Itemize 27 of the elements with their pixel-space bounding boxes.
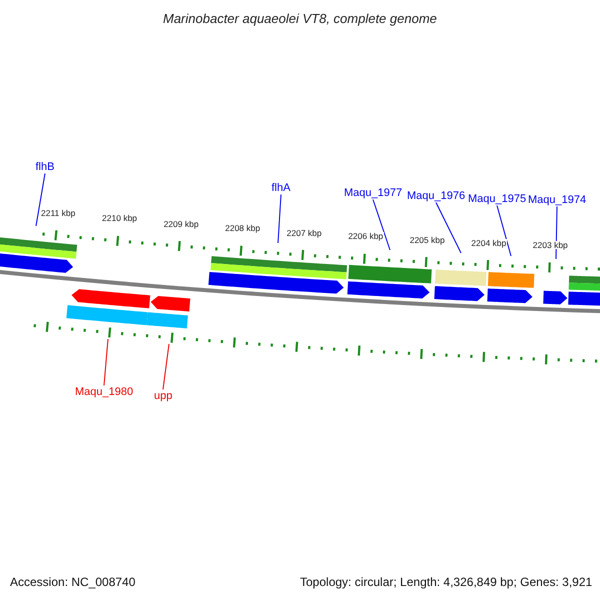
scale-label: 2207 kbp [286, 228, 323, 237]
leader-line [496, 205, 512, 256]
leader-line [372, 199, 390, 250]
leader-line [104, 338, 108, 386]
gene-label: Maqu_1975 [468, 192, 526, 204]
leader-line [36, 173, 46, 226]
gene-label: flhA [272, 182, 290, 194]
gene-label: Maqu_1974 [528, 194, 586, 206]
gene-label: Maqu_1977 [344, 186, 402, 198]
scale-label: 2205 kbp [408, 236, 446, 244]
scale-label: 2211 kbp [40, 208, 76, 218]
scale-label: 2204 kbp [470, 238, 508, 248]
leader-line [162, 344, 170, 390]
scale-label: 2209 kbp [162, 220, 200, 228]
leader-line [278, 194, 282, 244]
title: Marinobacter aquaeolei VT8, complete genome [163, 12, 437, 24]
scale-label: 2206 kbp [347, 232, 384, 241]
gene-label: Maqu_1980 [75, 386, 134, 398]
gene-label: flhB [36, 160, 54, 172]
scale-label: 2210 kbp [101, 214, 138, 223]
footer-text: Topology: circular; Length: 4,326,849 bp; Genes: 3,921 [300, 576, 592, 588]
scale-label: 2208 kbp [224, 224, 262, 233]
scale-label: 2203 kbp [532, 240, 569, 250]
gene-label: Maqu_1976 [407, 190, 466, 202]
footer-text: Accession: NC_008740 [10, 576, 136, 588]
gene-label: upp [154, 390, 172, 402]
leader-line [436, 202, 462, 254]
